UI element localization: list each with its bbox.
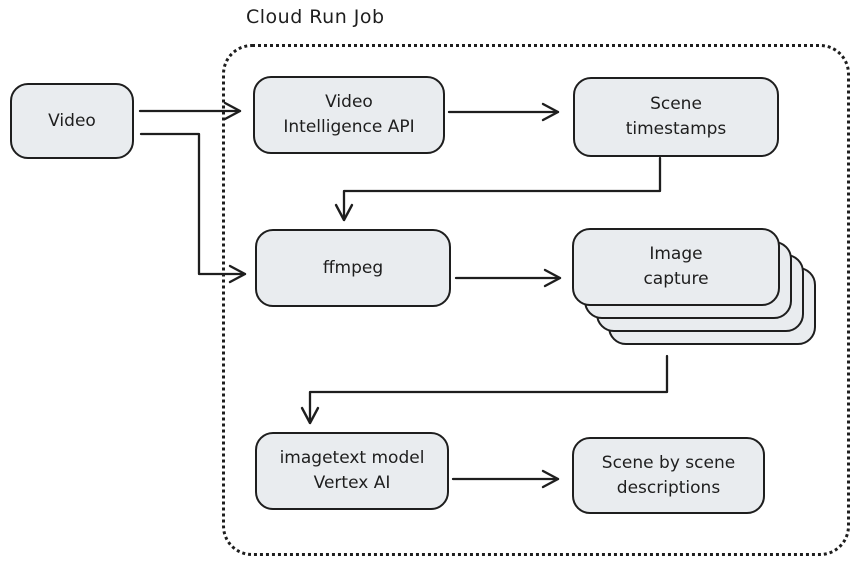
node-scene-timestamps: Scene timestamps [573, 77, 779, 157]
arrow-scene-timestamps-to-ffmpeg [334, 156, 662, 222]
arrow-video-to-ffmpeg [139, 132, 247, 284]
node-imagetext-model-vertex-ai: imagetext model Vertex AI [255, 432, 449, 510]
node-video: Video [10, 83, 134, 159]
arrow-image-capture-to-imagetext-model [300, 354, 669, 425]
node-image-capture: Image capture [572, 228, 780, 306]
cloud-run-job-container [222, 44, 850, 556]
node-scene-by-scene-descriptions: Scene by scene descriptions [572, 437, 765, 514]
node-video-intelligence-api: Video Intelligence API [253, 76, 445, 154]
node-ffmpeg: ffmpeg [255, 229, 451, 307]
cloud-run-job-title: Cloud Run Job [246, 6, 385, 28]
